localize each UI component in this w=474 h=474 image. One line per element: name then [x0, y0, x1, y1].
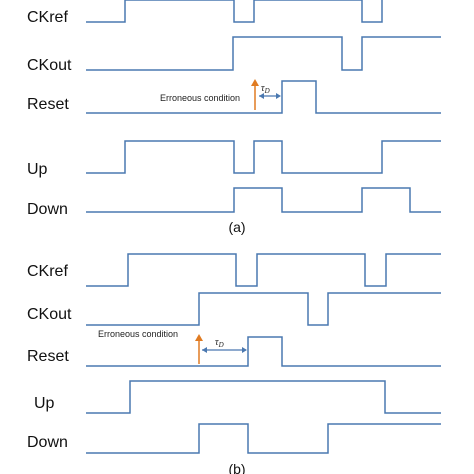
panel-a-caption: (a)	[228, 219, 245, 235]
panel-a: CKref CKout Reset Erroneous condition τD…	[27, 0, 441, 235]
panel-b-tau-label: τD	[215, 337, 224, 349]
panel-a-down-waveform	[86, 187, 441, 213]
panel-a-tau-arrowhead-right	[276, 93, 281, 99]
panel-b-ckref-label: CKref	[27, 263, 68, 280]
panel-a-reset-label: Reset	[27, 96, 69, 113]
panel-b-tau-arrowhead-right	[242, 347, 247, 353]
panel-b-reset-waveform	[86, 336, 441, 367]
panel-b-erroneous-condition-arrowhead	[195, 334, 203, 341]
panel-a-reset-waveform	[86, 80, 441, 114]
panel-b-up-waveform	[86, 380, 441, 414]
panel-a-tau-arrowhead-left	[259, 93, 264, 99]
panel-b: CKref CKout Reset Erroneous condition τD…	[27, 253, 441, 474]
panel-a-ckref-waveform	[86, 0, 383, 23]
panel-b-tau-arrowhead-left	[202, 347, 207, 353]
panel-a-ckout-label: CKout	[27, 57, 72, 74]
panel-b-reset-label: Reset	[27, 348, 69, 365]
panel-b-down-label: Down	[27, 434, 68, 451]
panel-a-ckout-waveform	[86, 36, 441, 71]
panel-b-caption: (b)	[228, 461, 245, 474]
panel-a-up-label: Up	[27, 161, 48, 178]
panel-a-up-waveform	[86, 140, 441, 174]
panel-a-down-label: Down	[27, 201, 68, 218]
panel-b-down-waveform	[86, 423, 441, 454]
panel-b-ckout-label: CKout	[27, 306, 72, 323]
panel-b-erroneous-condition-label: Erroneous condition	[98, 329, 178, 339]
panel-b-up-label: Up	[34, 395, 55, 412]
panel-b-ckref-waveform	[86, 253, 441, 287]
panel-a-erroneous-condition-label: Erroneous condition	[160, 93, 240, 103]
panel-a-erroneous-condition-arrowhead	[251, 79, 259, 86]
panel-a-ckref-label: CKref	[27, 9, 68, 26]
panel-a-tau-label: τD	[261, 83, 270, 95]
panel-b-ckout-waveform	[86, 292, 441, 326]
